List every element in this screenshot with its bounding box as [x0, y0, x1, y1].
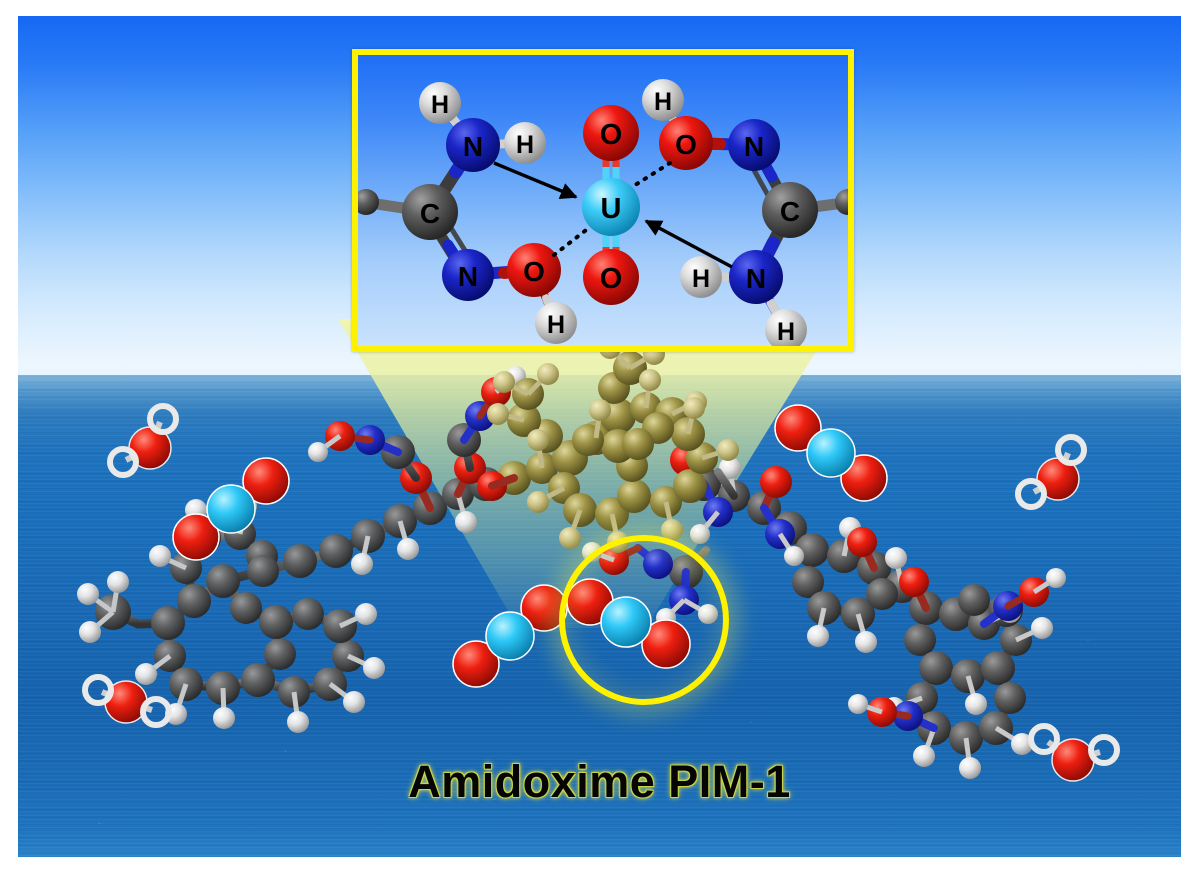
inset-bond-arrows: [493, 161, 733, 269]
svg-text:O: O: [523, 256, 545, 287]
svg-text:O: O: [600, 263, 623, 295]
svg-text:O: O: [600, 119, 623, 151]
inset-molecular-diagram: H H H H H H C C N N N N O O O O U: [358, 79, 848, 346]
uranyl-capture-highlight-circle[interactable]: [559, 535, 729, 705]
svg-text:N: N: [458, 261, 478, 292]
svg-text:H: H: [547, 311, 565, 339]
svg-text:N: N: [463, 131, 483, 162]
svg-text:N: N: [746, 263, 766, 294]
inset-atom-spheres: [402, 79, 818, 346]
uranyl-binding-inset-panel[interactable]: H H H H H H C C N N N N O O O O U: [352, 49, 854, 352]
svg-text:H: H: [692, 265, 710, 293]
svg-text:O: O: [675, 129, 697, 160]
svg-text:H: H: [431, 91, 449, 119]
inset-atom-labels: H H H H H H C C N N N N O O O O U: [420, 88, 800, 346]
scene: Amidoxime PIM-1: [18, 16, 1181, 857]
svg-text:H: H: [654, 88, 672, 116]
svg-text:H: H: [516, 131, 534, 159]
svg-text:C: C: [780, 196, 800, 227]
svg-text:N: N: [744, 131, 764, 162]
svg-text:C: C: [420, 198, 440, 229]
svg-text:U: U: [601, 193, 622, 225]
svg-text:H: H: [777, 318, 795, 346]
